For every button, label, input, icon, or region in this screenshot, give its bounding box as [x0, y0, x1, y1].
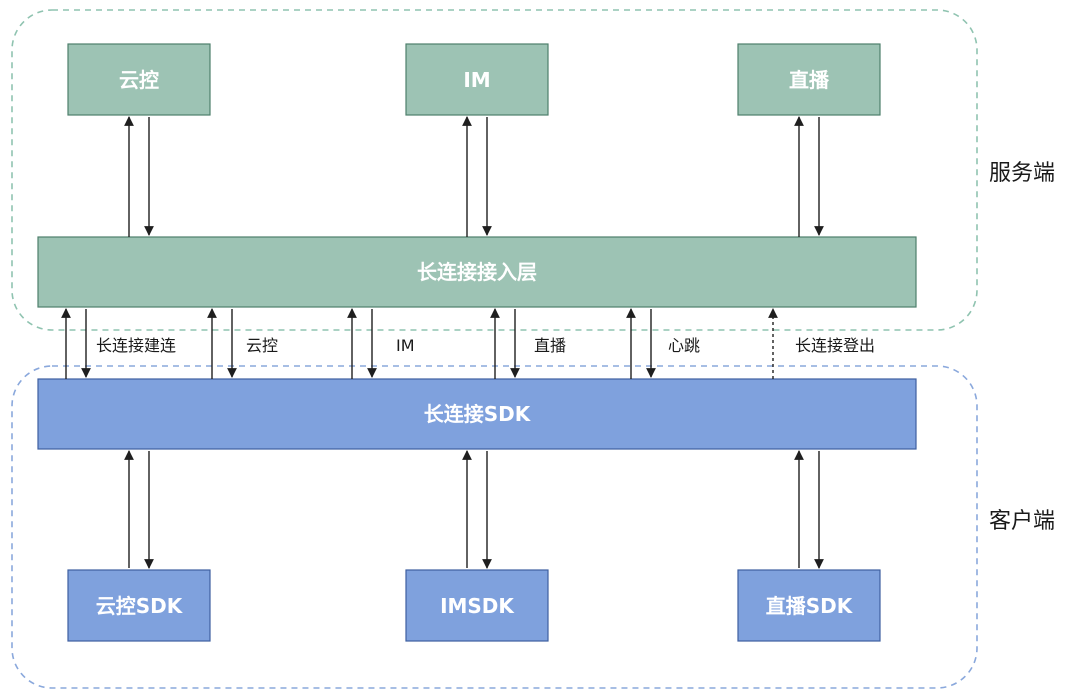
service-gateway-arrows	[124, 116, 824, 237]
sdk-layer: 长连接SDK	[37, 378, 917, 450]
service-box-cloud-label: 云控	[119, 68, 159, 92]
gateway-layer: 长连接接入层	[37, 236, 917, 308]
service-box-im: IM	[405, 43, 549, 116]
service-box-live: 直播	[737, 43, 881, 116]
channel-label-cloud: 云控	[246, 336, 278, 355]
channel-label-im: IM	[396, 336, 415, 355]
channel-label-heartbeat: 心跳	[668, 336, 700, 355]
server-side-label: 服务端	[989, 161, 1055, 186]
service-box-cloud: 云控	[67, 43, 211, 116]
channel-label-connect: 长连接建连	[96, 336, 176, 355]
gateway-sdk-arrows	[61, 308, 778, 379]
service-box-im-label: IM	[463, 68, 490, 92]
service-box-live-label: 直播	[789, 68, 830, 92]
client-sdk-box-cloud-label: 云控SDK	[96, 594, 184, 618]
client-sdk-box-cloud: 云控SDK	[67, 569, 211, 642]
gateway-label: 长连接接入层	[417, 260, 537, 284]
channel-label-live: 直播	[534, 336, 566, 355]
server-region	[11, 9, 978, 331]
client-sdk-box-im-label: IMSDK	[440, 594, 515, 618]
sdk-client-arrows	[124, 450, 824, 569]
client-sdk-box-live-label: 直播SDK	[766, 594, 854, 618]
client-side-label: 客户端	[989, 509, 1055, 534]
client-sdk-box-live: 直播SDK	[737, 569, 881, 642]
sdk-label: 长连接SDK	[424, 402, 532, 426]
client-sdk-box-im: IMSDK	[405, 569, 549, 642]
channel-label-logout: 长连接登出	[795, 336, 875, 355]
